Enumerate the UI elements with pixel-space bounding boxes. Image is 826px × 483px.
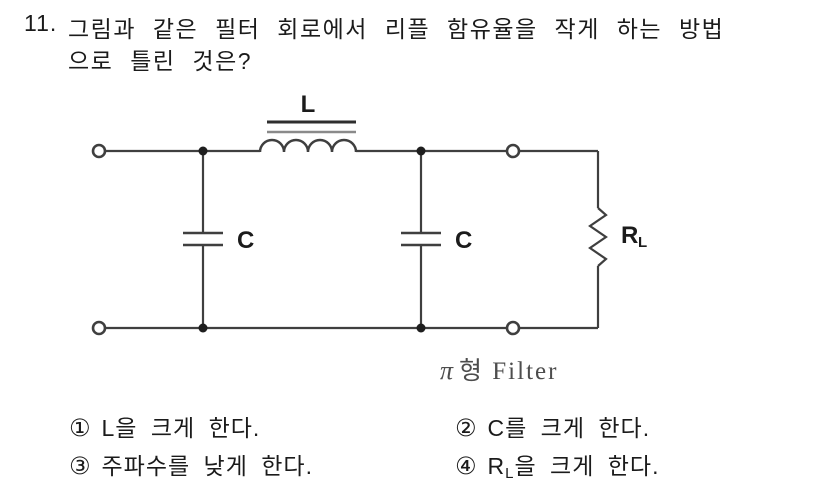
resistor-label-subscript: L: [638, 234, 647, 251]
pi-symbol: π: [440, 356, 456, 385]
input-terminal-bottom: [91, 320, 107, 336]
option-4-text-post: 을 크게 한다.: [514, 453, 660, 479]
option-3-text: 주파수를 낮게 한다.: [101, 453, 313, 479]
inductor-symbol: [258, 138, 358, 153]
output-terminal-top: [505, 143, 521, 159]
question-line-1: 그림과 같은 필터 회로에서 리플 함유율을 작게 하는 방법: [68, 16, 725, 42]
circuit-caption-text: 형 Filter: [459, 358, 559, 385]
junction-dot: [198, 146, 208, 156]
option-4-text-pre: R: [487, 453, 506, 479]
option-1: ① L을 크게 한다.: [69, 409, 260, 443]
option-1-number: ①: [69, 415, 92, 442]
capacitor2-label: C: [455, 227, 472, 254]
output-terminal-bottom: [505, 320, 521, 336]
circuit-diagram: L C C R L: [91, 91, 647, 336]
junction-dot: [198, 323, 208, 333]
capacitor1-label: C: [237, 227, 254, 254]
question-line-2: 으로 틀린 것은?: [68, 48, 253, 74]
resistor-label: R: [621, 222, 638, 249]
option-2-number: ②: [455, 415, 478, 442]
junction-dot: [416, 146, 426, 156]
option-4-text-subscript: L: [505, 465, 515, 482]
input-terminal-top: [91, 143, 107, 159]
option-3: ③ 주파수를 낮게 한다.: [69, 447, 313, 481]
question-number: 11.: [24, 10, 58, 36]
option-2-text: C를 크게 한다.: [487, 415, 651, 441]
option-2: ② C를 크게 한다.: [455, 409, 650, 443]
junction-dot: [416, 323, 426, 333]
option-4-number: ④: [455, 453, 478, 480]
resistor-symbol: [588, 207, 608, 267]
option-1-text: L을 크게 한다.: [101, 415, 261, 441]
inductor-label: L: [301, 91, 316, 118]
option-3-number: ③: [69, 453, 92, 480]
